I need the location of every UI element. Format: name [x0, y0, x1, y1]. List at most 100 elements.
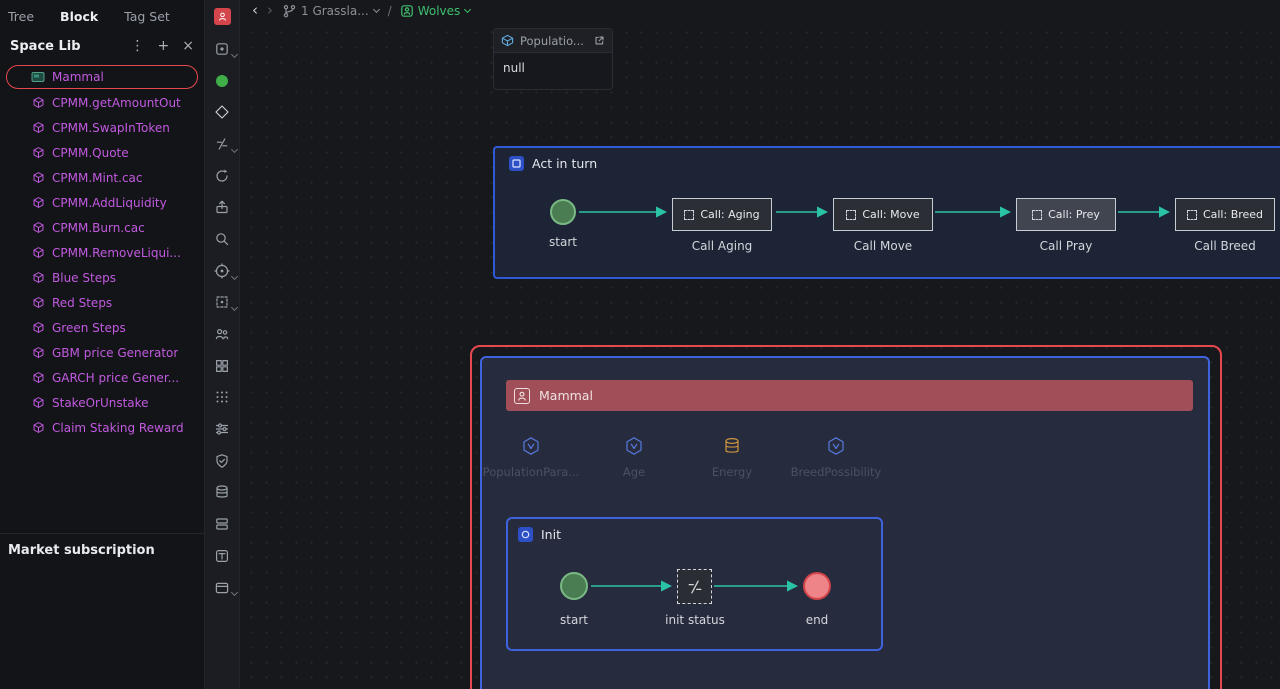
tab-tree[interactable]: Tree	[8, 9, 35, 24]
call-icon	[684, 209, 695, 220]
end-node-label: end	[805, 613, 829, 627]
start-node[interactable]	[550, 199, 576, 225]
nav-forward-icon[interactable]: ›	[267, 1, 273, 19]
mammal-panel-header[interactable]: Mammal	[506, 380, 1193, 411]
call-breed-step: Call: Breed Call Breed	[1173, 198, 1277, 253]
filter-icon[interactable]	[205, 413, 240, 445]
lib-item[interactable]: GARCH price Gener...	[0, 365, 204, 390]
lib-item-label: StakeOrUnstake	[52, 395, 149, 410]
lib-item[interactable]: Claim Staking Reward	[0, 415, 204, 440]
text-tool-icon[interactable]	[205, 540, 240, 572]
layers-icon[interactable]	[205, 508, 240, 540]
call-move-node[interactable]: Call: Move	[833, 198, 933, 231]
close-icon[interactable]: ×	[182, 38, 194, 54]
selection-outline[interactable]: Mammal PopulationPara... Age Energy Bree…	[470, 345, 1222, 689]
nav-back-icon[interactable]: ‹	[252, 1, 258, 19]
step-caption: Call Breed	[1194, 239, 1256, 253]
add-icon[interactable]: +	[157, 38, 170, 54]
end-node[interactable]	[803, 572, 831, 600]
mammal-agent-panel[interactable]: Mammal PopulationPara... Age Energy Bree…	[480, 356, 1210, 689]
tab-block[interactable]: Block	[60, 9, 99, 24]
lib-item[interactable]: StakeOrUnstake	[0, 390, 204, 415]
publish-node-icon[interactable]	[205, 191, 240, 223]
cube-icon	[32, 171, 45, 184]
lib-item-label: CPMM.SwapInToken	[52, 120, 170, 135]
shield-check-icon[interactable]	[205, 445, 240, 477]
space-lib-list: Mammal CPMM.getAmountOut CPMM.SwapInToke…	[0, 65, 204, 440]
call-icon	[846, 209, 857, 220]
loop-node-icon[interactable]	[205, 160, 240, 192]
agent-selector[interactable]: Wolves	[400, 4, 472, 18]
lib-item[interactable]: Blue Steps	[0, 265, 204, 290]
inspect-node-icon[interactable]	[205, 223, 240, 255]
lib-item[interactable]: CPMM.Quote	[0, 140, 204, 165]
age-icon[interactable]	[624, 436, 644, 456]
cube-icon	[32, 371, 45, 384]
population-param-icon[interactable]	[521, 436, 541, 456]
lib-item-label: CPMM.Burn.cac	[52, 220, 145, 235]
lib-item[interactable]: CPMM.RemoveLiqui...	[0, 240, 204, 265]
lib-item-label: Mammal	[52, 70, 104, 84]
lib-item[interactable]: CPMM.SwapInToken	[0, 115, 204, 140]
lib-item[interactable]: CPMM.Mint.cac	[0, 165, 204, 190]
open-external-icon[interactable]	[594, 35, 605, 46]
population-node-panel[interactable]: Populatio... null	[493, 28, 613, 90]
kebab-menu-icon[interactable]: ⋮	[130, 38, 145, 54]
agents-icon[interactable]	[205, 318, 240, 350]
cube-icon	[32, 221, 45, 234]
energy-icon[interactable]	[722, 436, 742, 456]
population-panel-header[interactable]: Populatio...	[494, 29, 612, 53]
blocks-grid-icon[interactable]	[205, 350, 240, 382]
branch-selector[interactable]: 1 Grassla...	[282, 4, 380, 18]
user-avatar-icon[interactable]	[205, 0, 240, 33]
lib-item[interactable]: Green Steps	[0, 315, 204, 340]
database-icon[interactable]	[205, 477, 240, 509]
flow-canvas[interactable]: Populatio... null Act in turn s	[240, 21, 1280, 689]
space-lib-title: Space Lib	[10, 38, 81, 54]
market-subscription-section[interactable]: Market subscription	[0, 533, 204, 567]
formula-node-icon[interactable]	[205, 128, 240, 160]
lib-item-label: CPMM.AddLiquidity	[52, 195, 167, 210]
block-node-icon[interactable]	[205, 33, 240, 65]
act-in-turn-title: Act in turn	[532, 156, 598, 171]
lib-item[interactable]: GBM price Generator	[0, 340, 204, 365]
call-breed-node[interactable]: Call: Breed	[1175, 198, 1275, 231]
start-node-label: start	[549, 235, 577, 249]
lib-item-mammal[interactable]: Mammal	[6, 65, 198, 89]
step-caption: Call Pray	[1039, 239, 1093, 253]
agent-icon	[400, 4, 413, 17]
lib-item-label: CPMM.Quote	[52, 145, 129, 160]
panel-tool-icon[interactable]	[205, 572, 240, 604]
lib-item-label: CPMM.Mint.cac	[52, 170, 143, 185]
lib-item[interactable]: CPMM.AddLiquidity	[0, 190, 204, 215]
lib-item[interactable]: Red Steps	[0, 290, 204, 315]
group-icon	[518, 527, 533, 542]
dots-grid-icon[interactable]	[205, 382, 240, 414]
lib-item[interactable]: CPMM.getAmountOut	[0, 90, 204, 115]
call-aging-step: Call: Aging Call Aging	[670, 198, 774, 253]
lib-item-label: GARCH price Gener...	[52, 370, 180, 385]
call-prey-step: Call: Prey Call Pray	[1014, 198, 1118, 253]
call-node-icon[interactable]	[205, 287, 240, 319]
cube-icon	[32, 246, 45, 259]
call-aging-node[interactable]: Call: Aging	[672, 198, 772, 231]
lib-item-label: Green Steps	[52, 320, 126, 335]
call-icon	[1032, 209, 1043, 220]
cube-icon	[501, 34, 514, 47]
target-node-icon[interactable]	[205, 255, 240, 287]
call-prey-node[interactable]: Call: Prey	[1016, 198, 1116, 231]
cube-icon	[32, 296, 45, 309]
decision-node-icon[interactable]	[205, 96, 240, 128]
init-group[interactable]: Init start init status	[506, 517, 883, 651]
chevron-down-icon	[372, 5, 380, 13]
start-node[interactable]	[560, 572, 588, 600]
lib-item[interactable]: CPMM.Burn.cac	[0, 215, 204, 240]
tab-tag-set[interactable]: Tag Set	[124, 9, 170, 24]
init-status-node[interactable]	[677, 569, 712, 604]
breed-possibility-icon[interactable]	[826, 436, 846, 456]
lib-item-label: CPMM.getAmountOut	[52, 95, 181, 110]
start-node-icon[interactable]	[205, 65, 240, 97]
property-label: Energy	[711, 465, 753, 479]
lib-item-label: Red Steps	[52, 295, 113, 310]
act-in-turn-group[interactable]: Act in turn start Call: Aging Call Aging…	[493, 146, 1280, 279]
